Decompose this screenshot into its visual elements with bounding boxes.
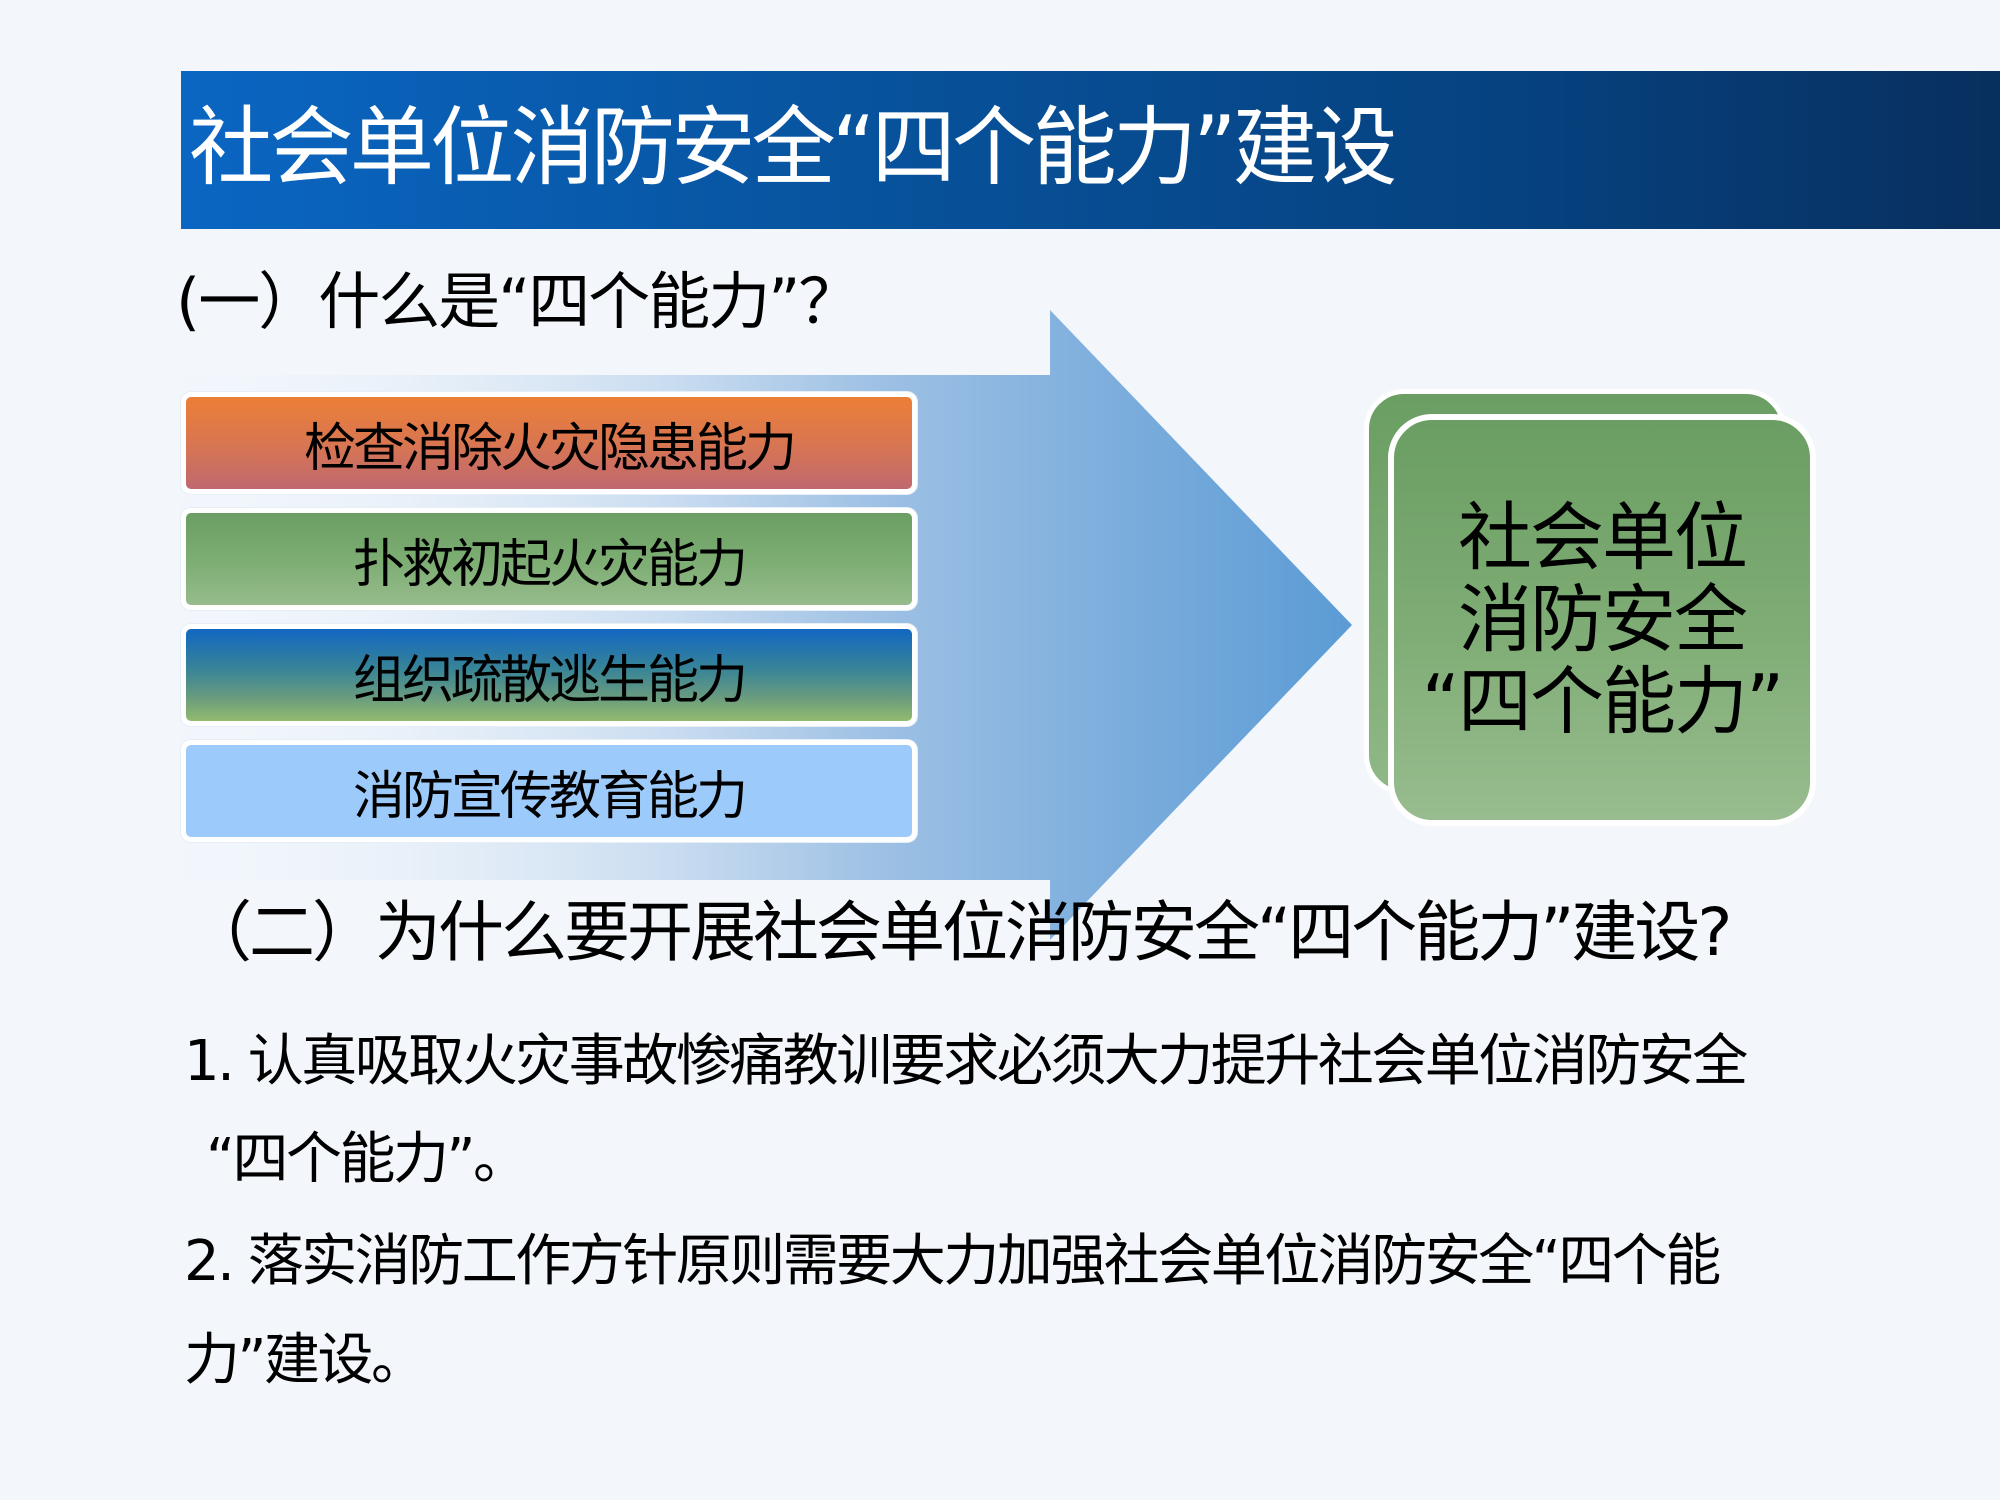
slide-title: 社会单位消防安全“四个能力”建设 [189, 98, 1397, 198]
reason-2-continued: 力”建设。 [184, 1328, 427, 1393]
reason-2: 2. 落实消防工作方针原则需要大力加强社会单位消防安全“四个能 [184, 1229, 1721, 1294]
reason-1: 1. 认真吸取火灾事故惨痛教训要求必须大力提升社会单位消防安全 [184, 1029, 1748, 1094]
capability-box-hazard-inspection: 检查消除火灾隐患能力 [181, 392, 917, 494]
summary-card-line: 社会单位 [1458, 495, 1748, 581]
section-heading-2: （二）为什么要开展社会单位消防安全“四个能力”建设? [186, 894, 1732, 971]
title-bar: 社会单位消防安全“四个能力”建设 [181, 71, 2000, 229]
capability-label: 检查消除火灾隐患能力 [303, 418, 797, 479]
capability-label: 消防宣传教育能力 [352, 766, 748, 827]
capability-label: 扑救初起火灾能力 [352, 534, 748, 595]
summary-card: 社会单位 消防安全 “四个能力” [1388, 414, 1816, 826]
section-heading-1: (一）什么是“四个能力”？ [176, 265, 860, 338]
summary-card-line: “四个能力” [1421, 659, 1785, 745]
capability-label: 组织疏散逃生能力 [352, 650, 748, 711]
summary-card-line: 消防安全 [1458, 577, 1748, 663]
capability-box-education: 消防宣传教育能力 [181, 740, 917, 842]
capability-box-evacuation: 组织疏散逃生能力 [181, 624, 917, 726]
capability-box-initial-firefighting: 扑救初起火灾能力 [181, 508, 917, 610]
reason-1-continued: “四个能力”。 [206, 1127, 529, 1192]
